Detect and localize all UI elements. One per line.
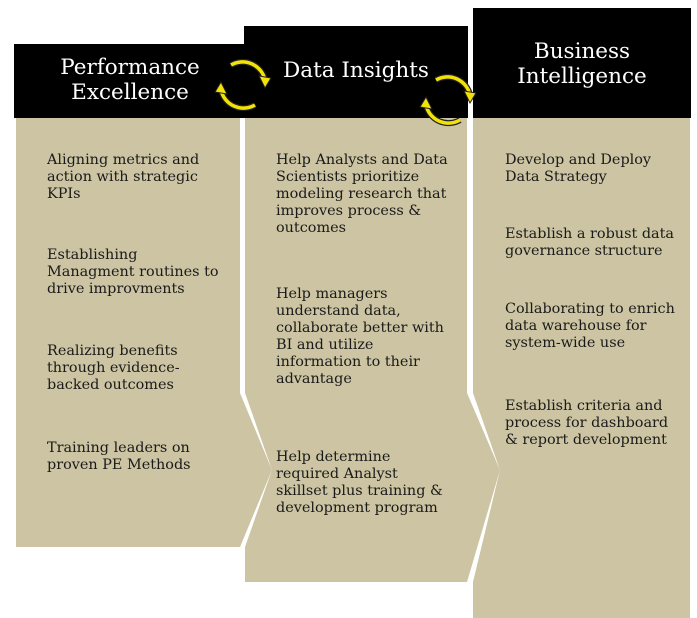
header-bar-performance-excellence xyxy=(14,44,246,118)
column-title-performance-excellence: Performance Excellence xyxy=(60,55,200,105)
column-title-business-intelligence: Business Intelligence xyxy=(517,39,647,89)
list-item: Aligning metrics and action with strateg… xyxy=(47,152,200,202)
list-item: Help determine required Analyst skillset… xyxy=(276,449,443,516)
list-item: Establishing Managment routines to drive… xyxy=(47,247,219,297)
panel-performance-excellence xyxy=(16,118,272,547)
list-item: Establish criteria and process for dashb… xyxy=(505,398,669,448)
list-item: Help managers understand data, collabora… xyxy=(276,286,444,387)
cycle-arrows-icon xyxy=(419,73,477,127)
column-title-data-insights: Data Insights xyxy=(283,57,429,83)
panel-business-intelligence xyxy=(473,118,690,618)
header-bar-data-insights xyxy=(244,26,468,118)
panel-data-insights xyxy=(245,118,500,582)
list-item: Establish a robust data governance struc… xyxy=(505,226,674,259)
list-item: Help Analysts and Data Scientists priori… xyxy=(276,152,448,236)
list-item: Training leaders on proven PE Methods xyxy=(47,440,191,473)
list-item: Collaborating to enrich data warehouse f… xyxy=(505,301,675,351)
list-item: Develop and Deploy Data Strategy xyxy=(505,152,652,185)
list-item: Realizing benefits through evidence- bac… xyxy=(47,343,180,393)
header-bar-business-intelligence xyxy=(473,8,691,118)
cycle-arrows-icon xyxy=(214,58,272,112)
